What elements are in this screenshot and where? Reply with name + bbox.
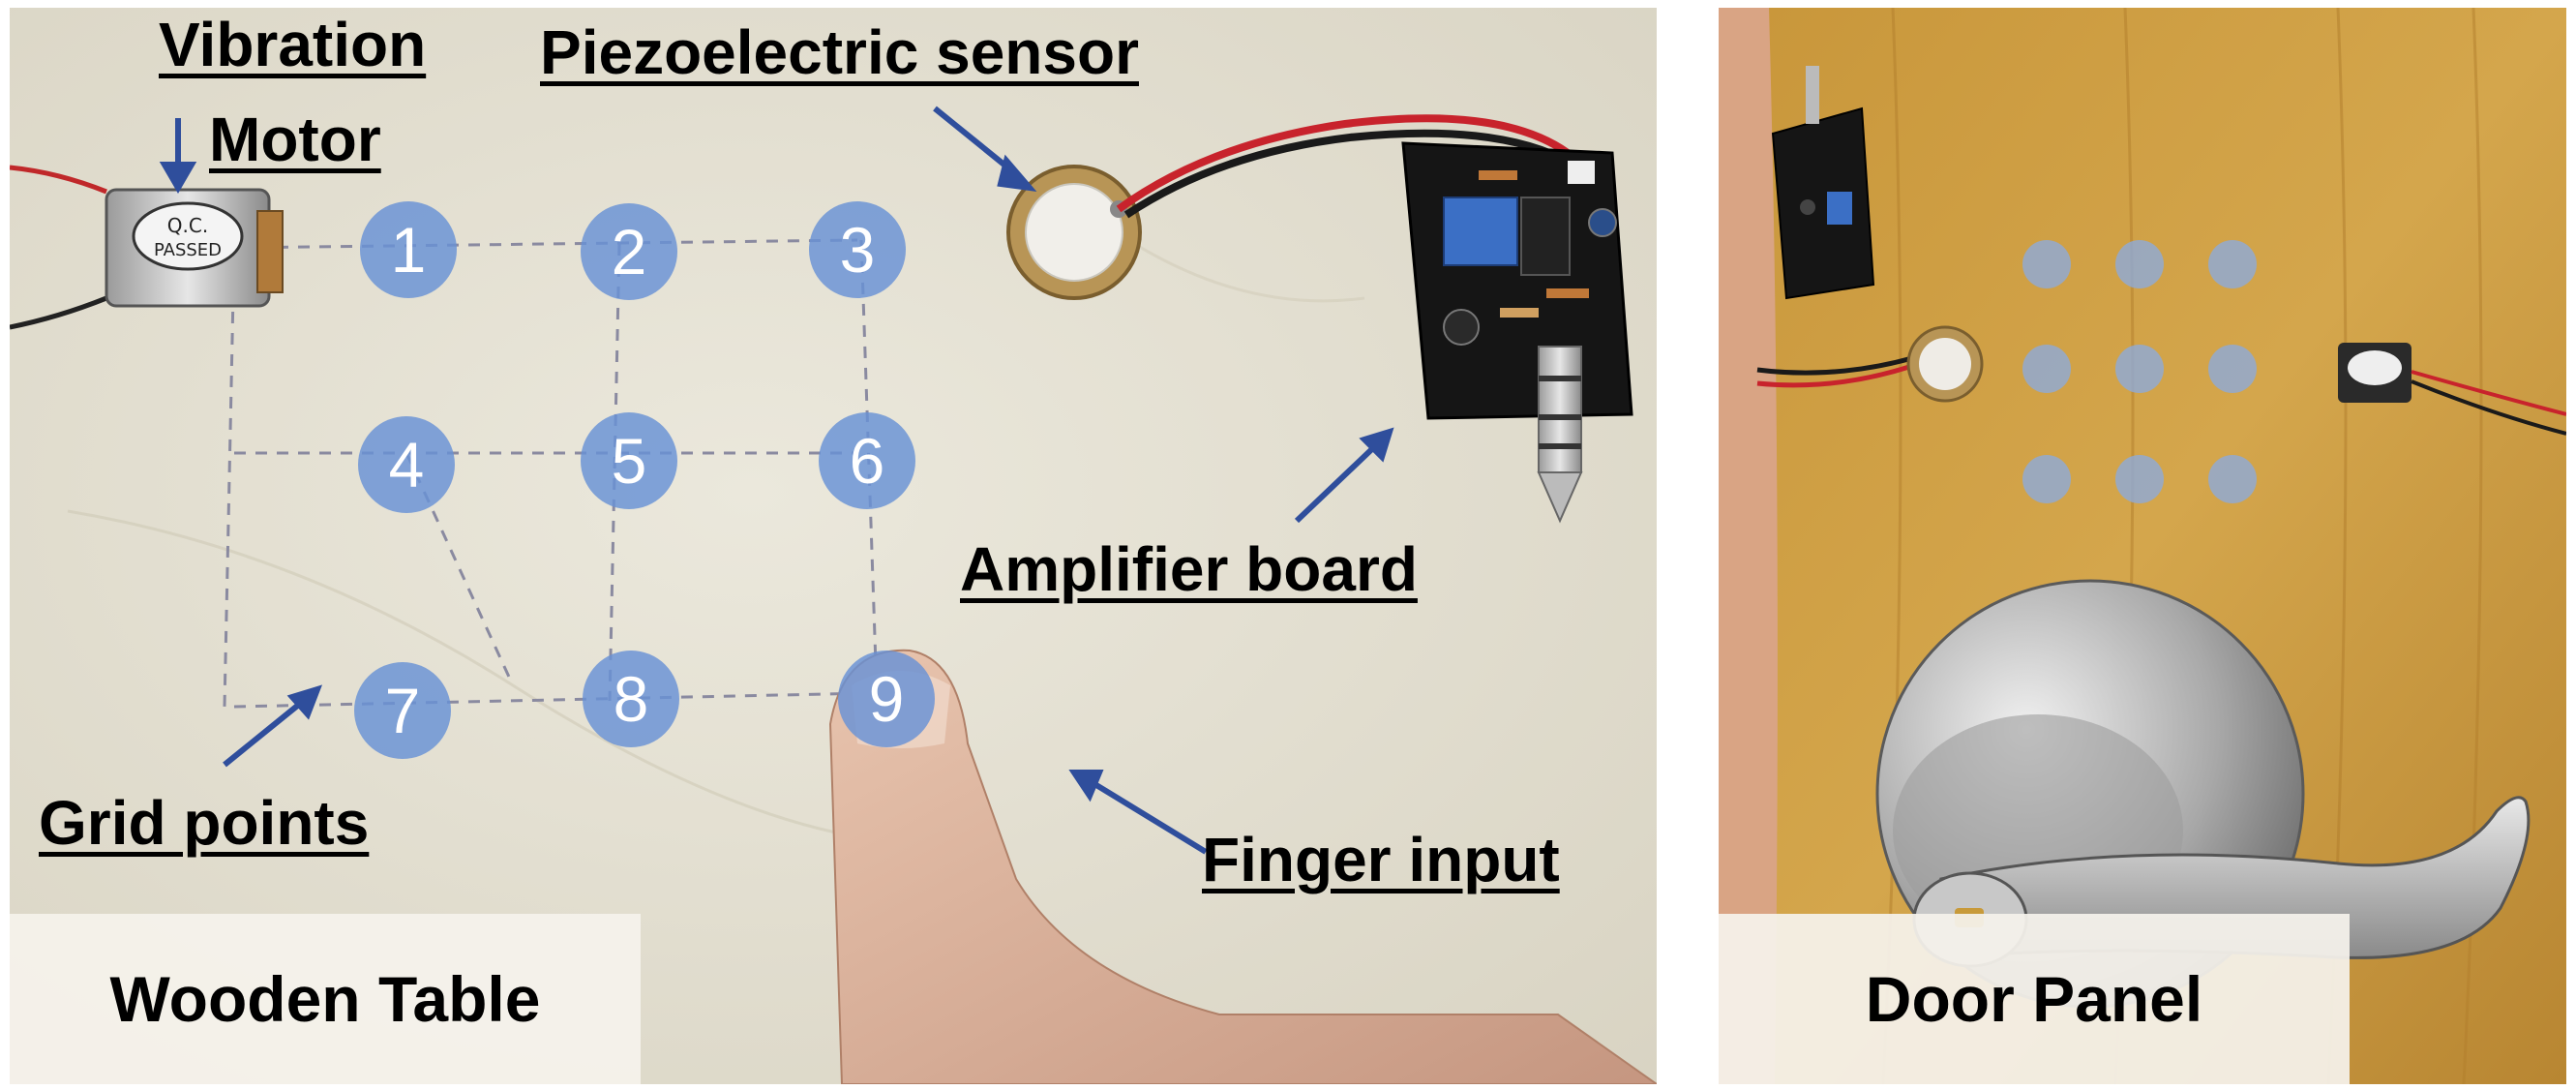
vibration-motor: Q.C. PASSED: [10, 165, 284, 330]
grid-points-label: Grid points: [39, 788, 370, 858]
door-amplifier-board: [1771, 66, 1875, 300]
door-panel-caption: Door Panel: [1719, 914, 2350, 1084]
grid-point-5: 5: [581, 412, 677, 509]
grid-point-3: 3: [809, 201, 906, 298]
door-grid-point: [2208, 240, 2257, 288]
grid-point-6: 6: [819, 412, 915, 509]
motor-label-line1: Q.C.: [167, 214, 208, 237]
vibration-motor-label-line2: Motor: [209, 105, 381, 174]
door-piezo-sensor: [1756, 325, 1984, 403]
grid-point-7: 7: [354, 662, 451, 759]
grid-point-8: 8: [583, 651, 679, 747]
piezo-sensor: [1006, 114, 1576, 300]
door-panel-photo: [1719, 8, 2566, 1084]
table-surface: [10, 8, 1657, 1084]
grid-point-1: 1: [360, 201, 457, 298]
wooden-table-caption: Wooden Table: [10, 914, 641, 1084]
door-panel: Door Panel: [1719, 8, 2566, 1084]
door-frame: [1719, 8, 1778, 1084]
finger-input-label: Finger input: [1202, 825, 1560, 894]
vibration-motor-label-line1: Vibration: [159, 10, 427, 79]
door-grid-point: [2022, 240, 2071, 288]
motor-label-line2: PASSED: [154, 240, 222, 260]
amplifier-board: [1401, 141, 1633, 524]
grid-point-2: 2: [581, 203, 677, 300]
door-grid-point: [2115, 240, 2164, 288]
door-grid-point: [2208, 345, 2257, 393]
door-grid-point: [2022, 345, 2071, 393]
amplifier-board-label: Amplifier board: [960, 534, 1418, 604]
grid-point-4: 4: [358, 416, 455, 513]
door-vibration-motor: [2338, 343, 2566, 436]
wooden-table-panel: Q.C. PASSED: [10, 8, 1657, 1084]
wooden-table-photo: Q.C. PASSED: [10, 8, 1657, 1084]
door-grid-point: [2208, 455, 2257, 503]
grid-point-9: 9: [838, 651, 935, 747]
callout-arrows: [159, 106, 1394, 855]
door-grid-point: [2022, 455, 2071, 503]
piezo-sensor-label: Piezoelectric sensor: [540, 17, 1139, 87]
door-grid-point: [2115, 345, 2164, 393]
door-grid-point: [2115, 455, 2164, 503]
